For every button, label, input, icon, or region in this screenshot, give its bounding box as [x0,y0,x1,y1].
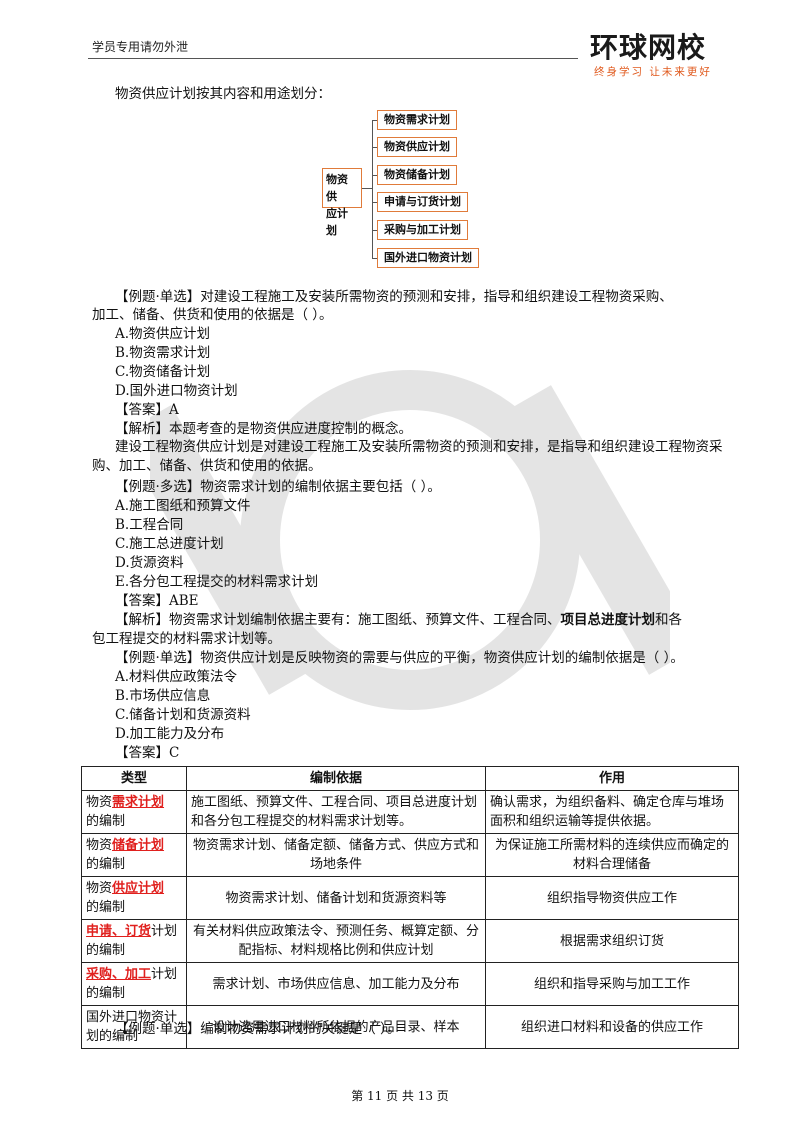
header-basis: 编制依据 [186,766,486,791]
tree-branch [372,120,377,121]
q1-option-b: B.物资需求计划 [115,345,211,361]
logo-main-text: 环球网校 [590,31,707,64]
table-row: 申请、订货计划的编制 有关材料供应政策法令、预测任务、概算定额、分配指标、材料规… [81,919,739,963]
row-type: 物资储备计划的编制 [81,833,187,877]
row-type: 采购、加工计划的编制 [81,962,187,1006]
table-header-row: 类型 编制依据 作用 [81,766,739,791]
type-text: 物资 [86,881,113,896]
q2-analysis-text-end: 和各 [655,612,682,628]
tree-spine [372,120,373,258]
q3-option-c: C.储备计划和货源资料 [115,707,251,723]
type-highlight: 供应计划 [112,881,165,896]
type-text: 物资 [86,838,113,853]
table-row: 国外进口物资计划的编制 设计选用进口材料所依据的产品目录、样本 组织进口材料和设… [81,1005,739,1049]
row-use: 确认需求，为组织备料、确定仓库与堆场面积和组织运输等提供依据。 [485,790,739,834]
row-basis: 有关材料供应政策法令、预测任务、概算定额、分配指标、材料规格比例和供应计划 [186,919,486,963]
intro-text: 物资供应计划按其内容和用途划分： [115,86,331,102]
row-basis: 物资需求计划、储备定额、储备方式、供应方式和场地条件 [186,833,486,877]
page-number: 第 11 页 共 13 页 [351,1089,449,1103]
q1-option-c: C.物资储备计划 [115,364,211,380]
table-row: 采购、加工计划的编制 需求计划、市场供应信息、加工能力及分布 组织和指导采购与加… [81,962,739,1006]
table-row: 物资储备计划的编制 物资需求计划、储备定额、储备方式、供应方式和场地条件 为保证… [81,833,739,877]
tree-branch [372,258,377,259]
logo-slogan: 终身学习 让未来更好 [594,66,712,78]
tree-node-purchase: 采购与加工计划 [377,220,468,240]
q2-analysis-cont: 包工程提交的材料需求计划等。 [92,631,281,647]
row-use: 根据需求组织订货 [485,919,739,963]
tree-root-line-1: 物资供 [326,173,348,203]
row-use: 组织和指导采购与加工工作 [485,962,739,1006]
q1-stem-cont: 加工、储备、供货和使用的依据是（ ）。 [92,307,333,323]
row-type: 申请、订货计划的编制 [81,919,187,963]
q2-option-e: E.各分包工程提交的材料需求计划 [115,574,319,590]
table-row: 物资供应计划的编制 物资需求计划、储备计划和货源资料等 组织指导物资供应工作 [81,876,739,920]
type-text-end: 的编制 [86,857,126,872]
tree-branch [372,175,377,176]
q1-option-a: A.物资供应计划 [115,326,211,342]
row-basis: 施工图纸、预算文件、工程合同、项目总进度计划和各分包工程提交的材料需求计划等。 [186,790,486,834]
plan-comparison-table: 类型 编制依据 作用 物资需求计划的编制 施工图纸、预算文件、工程合同、项目总进… [81,766,739,1049]
tree-node-demand: 物资需求计划 [377,110,457,130]
q1-answer: 【答案】A [115,402,179,418]
type-text-end: 的编制 [86,900,126,915]
row-type: 物资需求计划的编制 [81,790,187,834]
q2-analysis-emphasis: 项目总进度计划 [560,612,656,628]
row-basis: 设计选用进口材料所依据的产品目录、样本 [186,1005,486,1049]
tree-branch [372,230,377,231]
row-basis: 物资需求计划、储备计划和货源资料等 [186,876,486,920]
header-type: 类型 [81,766,187,791]
q2-analysis: 【解析】物资需求计划编制依据主要有：施工图纸、预算文件、工程合同、项目总进度计划… [115,611,682,629]
row-use: 组织进口材料和设备的供应工作 [485,1005,739,1049]
tree-node-supply: 物资供应计划 [377,137,457,157]
row-use: 为保证施工所需材料的连续供应而确定的材料合理储备 [485,833,739,877]
q3-option-d: D.加工能力及分布 [115,726,225,742]
tree-node-order: 申请与订货计划 [377,192,468,212]
header-divider [88,58,578,59]
header-confidential-text: 学员专用请勿外泄 [92,40,189,54]
table-row: 物资需求计划的编制 施工图纸、预算文件、工程合同、项目总进度计划和各分包工程提交… [81,790,739,834]
tree-connector-root [362,188,372,189]
type-highlight: 采购、加工 [86,967,152,982]
q2-answer: 【答案】ABE [115,593,199,609]
tree-node-import: 国外进口物资计划 [377,248,479,268]
tree-root-line-2: 应计划 [326,207,348,237]
type-highlight: 需求计划 [112,795,165,810]
q3-option-b: B.市场供应信息 [115,688,211,704]
tree-root-node: 物资供 应计划 [322,168,362,237]
brand-logo: 环球网校 终身学习 让未来更好 [590,26,740,82]
q3-answer: 【答案】C [115,745,180,761]
q2-option-d: D.货源资料 [115,555,184,571]
q1-option-d: D.国外进口物资计划 [115,383,238,399]
q1-stem: 【例题·单选】对建设工程施工及安装所需物资的预测和安排，指导和组织建设工程物资采… [115,289,673,305]
type-highlight: 储备计划 [112,838,165,853]
row-use: 组织指导物资供应工作 [485,876,739,920]
type-text-end: 计划的编制 [86,924,178,958]
q2-option-c: C.施工总进度计划 [115,536,224,552]
q2-stem: 【例题·多选】物资需求计划的编制依据主要包括（ ）。 [115,479,441,495]
row-basis: 需求计划、市场供应信息、加工能力及分布 [186,962,486,1006]
q2-option-b: B.工程合同 [115,517,184,533]
type-highlight: 申请、订货 [86,924,152,939]
type-text: 物资 [86,795,113,810]
tree-node-reserve: 物资储备计划 [377,165,457,185]
tree-branch [372,147,377,148]
header-use: 作用 [485,766,739,791]
q4-stem: 【例题·单选】编制物资需求计划的关键是（ ）。 [115,1021,401,1037]
type-text-end: 计划的编制 [86,967,178,1001]
q3-stem: 【例题·单选】物资供应计划是反映物资的需要与供应的平衡，物资供应计划的编制依据是… [115,650,684,666]
type-text-end: 的编制 [86,814,126,829]
tree-branch [372,202,377,203]
q3-option-a: A.材料供应政策法令 [115,669,238,685]
q1-analysis-para: 建设工程物资供应计划是对建设工程施工及安装所需物资的预测和安排，是指导和组织建设… [92,439,723,474]
q2-option-a: A.施工图纸和预算文件 [115,498,251,514]
q1-analysis: 【解析】本题考查的是物资供应进度控制的概念。 [115,421,412,437]
row-type: 物资供应计划的编制 [81,876,187,920]
q2-analysis-text: 【解析】物资需求计划编制依据主要有：施工图纸、预算文件、工程合同、 [115,612,561,628]
